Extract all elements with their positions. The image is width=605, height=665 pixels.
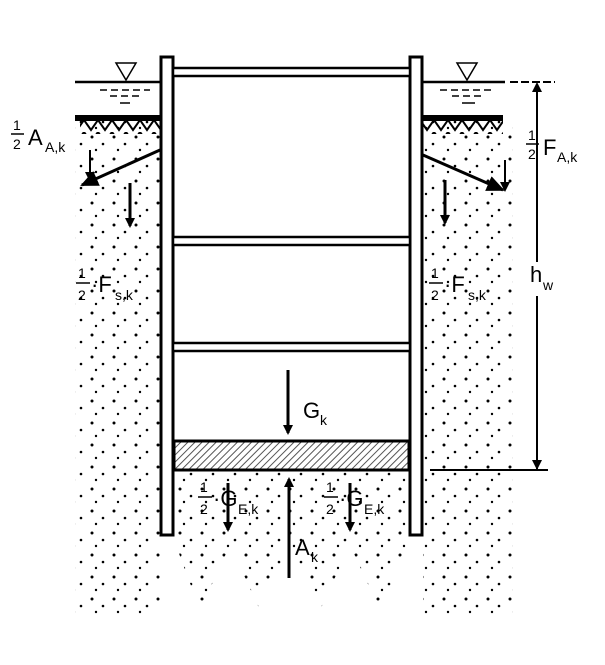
- symbol: A: [28, 125, 43, 150]
- label-anchor-force-right: 1 2 F A,k: [526, 127, 578, 165]
- strut-lower: [171, 341, 412, 353]
- label-anchor-force-left: 1 2 A A,k: [11, 117, 66, 155]
- fraction-denominator: 2: [78, 287, 86, 303]
- soil-bottom: [174, 470, 409, 610]
- subscript: E,k: [238, 501, 259, 517]
- symbol: A: [295, 535, 310, 560]
- subscript: E,k: [364, 501, 385, 517]
- subscript: s,k: [468, 287, 487, 303]
- fraction-numerator: 1: [326, 479, 334, 495]
- symbol: ·G: [339, 486, 363, 511]
- symbol: ·F: [91, 272, 112, 297]
- fraction-denominator: 2: [431, 287, 439, 303]
- soil-left: [75, 120, 160, 615]
- fraction-numerator: 1: [431, 265, 439, 281]
- label-base-weight-right: 1 2 ·G E,k: [324, 479, 385, 517]
- ground-surface-left: [75, 115, 160, 121]
- strut-top: [171, 66, 412, 78]
- label-water-height: h w: [528, 262, 558, 296]
- subscript: A,k: [557, 149, 578, 165]
- strut-middle: [171, 235, 412, 247]
- fraction-numerator: 1: [78, 265, 86, 281]
- anchor-right-arrow: [422, 153, 505, 192]
- fraction-numerator: 1: [200, 479, 208, 495]
- symbol: ·G: [213, 486, 237, 511]
- label-friction-right: 1 2 ·F s,k: [429, 265, 487, 303]
- fraction-denominator: 2: [528, 146, 536, 162]
- subscript: k: [320, 412, 328, 428]
- base-slab: [172, 439, 411, 472]
- fraction-numerator: 1: [13, 117, 21, 133]
- wall-left: [159, 55, 175, 537]
- fraction-denominator: 2: [200, 501, 208, 517]
- subscript: w: [542, 277, 554, 293]
- water-level-right: [423, 62, 555, 104]
- subscript: s,k: [115, 287, 134, 303]
- symbol: F: [543, 135, 556, 160]
- fraction-denominator: 2: [326, 501, 334, 517]
- wall-right: [408, 55, 424, 537]
- label-uplift: A k: [295, 535, 319, 565]
- subscript: k: [311, 549, 319, 565]
- soil-right: [423, 120, 513, 615]
- ground-surface-right: [423, 115, 503, 121]
- symbol: ·F: [444, 272, 465, 297]
- fraction-numerator: 1: [528, 127, 536, 143]
- water-level-left: [75, 62, 160, 104]
- label-self-weight: G k: [303, 398, 328, 428]
- label-friction-left: 1 2 ·F s,k: [76, 265, 134, 303]
- symbol: h: [530, 262, 542, 287]
- symbol: G: [303, 398, 320, 423]
- fraction-denominator: 2: [13, 136, 21, 152]
- label-base-weight-left: 1 2 ·G E,k: [198, 479, 259, 517]
- subscript: A,k: [45, 139, 66, 155]
- anchor-left-arrow: [80, 148, 161, 187]
